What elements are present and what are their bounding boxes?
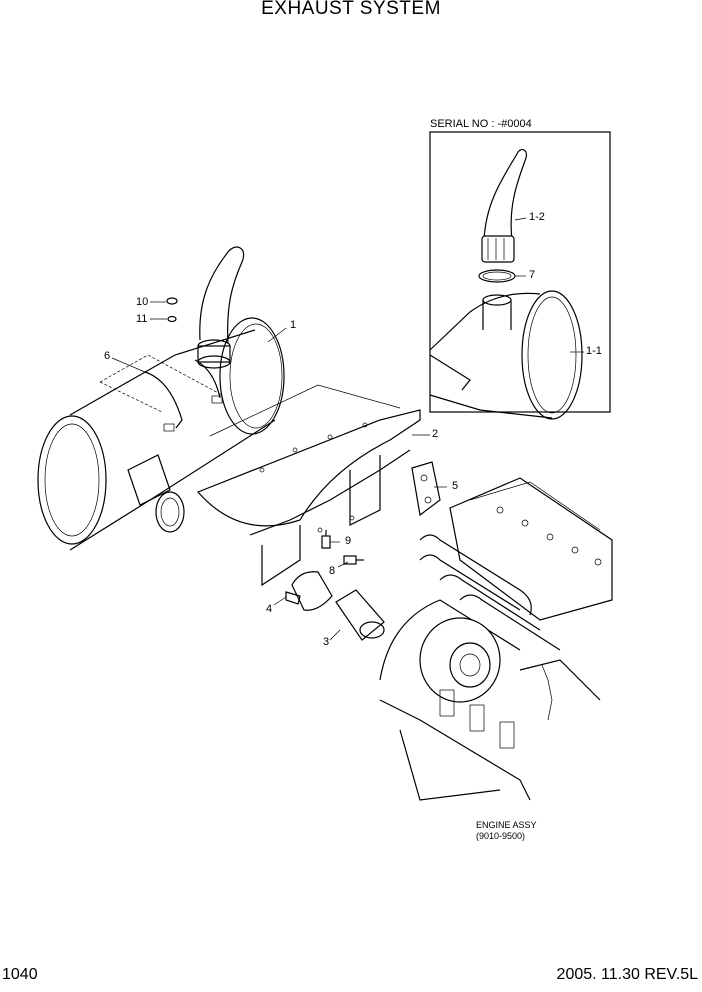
- page-title: EXHAUST SYSTEM: [261, 0, 441, 19]
- engine-note-line2: (9010-9500): [476, 831, 526, 841]
- revision-date: 2005. 11.30 REV.5L: [556, 966, 698, 983]
- muffler-assembly: [37, 246, 401, 551]
- heat-shield: [196, 409, 421, 587]
- callout-1-2: 1-2: [529, 211, 545, 223]
- clamp-and-pipe: [285, 571, 385, 641]
- callout-11: 11: [136, 313, 148, 325]
- callout-10: 10: [136, 296, 149, 308]
- callout-4: 4: [266, 603, 273, 615]
- engine-note: ENGINE ASSY (9010-9500): [476, 820, 537, 842]
- serial-note: SERIAL NO : -#0004: [430, 118, 532, 130]
- fasteners: [166, 297, 364, 565]
- inset-serial-variant: [429, 131, 611, 420]
- callout-7: 7: [529, 269, 536, 281]
- callout-9: 9: [345, 535, 352, 547]
- engine-note-line1: ENGINE ASSY: [476, 820, 537, 830]
- callout-6: 6: [104, 350, 111, 362]
- callout-2: 2: [432, 428, 439, 440]
- leader-lines: [111, 217, 584, 641]
- engine-assembly: [379, 477, 613, 801]
- bracket: [411, 461, 441, 517]
- callout-8: 8: [329, 565, 336, 577]
- callout-5: 5: [452, 480, 459, 492]
- callout-3: 3: [323, 636, 330, 648]
- callout-1: 1: [290, 319, 297, 331]
- callout-1-1: 1-1: [586, 345, 602, 357]
- page-number: 1040: [2, 966, 38, 983]
